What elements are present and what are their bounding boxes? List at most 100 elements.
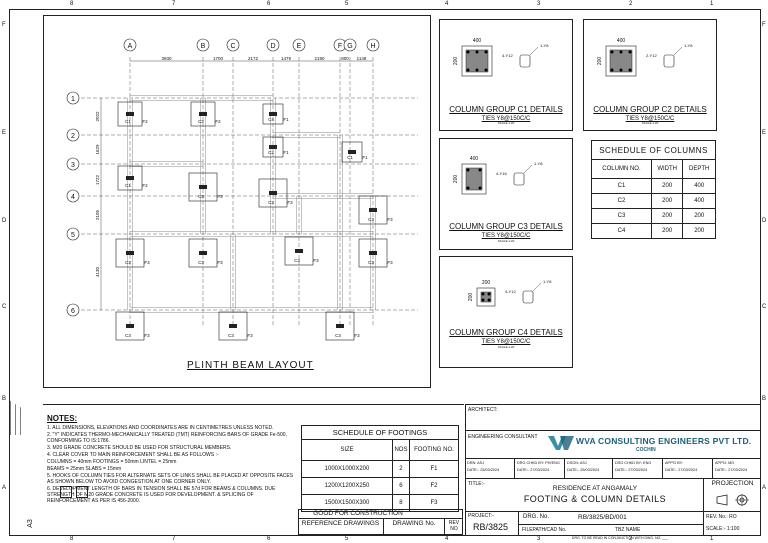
column-mark	[199, 185, 207, 189]
column-schedule-header: DEPTH	[682, 159, 716, 179]
column-schedule-cell: 200	[650, 208, 684, 224]
grid-letter: D	[2, 218, 7, 224]
column-label: C3	[198, 194, 204, 199]
section-depth: 200	[453, 57, 459, 66]
column-schedule-cell: 200	[650, 223, 684, 239]
footing-label: F3	[313, 258, 319, 263]
grid-number: 5	[345, 536, 349, 542]
projection-symbol-icon	[716, 493, 750, 511]
column-schedule-cell: C2	[591, 193, 652, 209]
column-label: C3	[368, 260, 374, 265]
grid-number: 5	[345, 1, 349, 7]
notes-list: 1. ALL DIMENSIONS, ELEVATIONS AND COORDI…	[47, 425, 295, 505]
detail-c4-title: COLUMN GROUP C4 DETAILS	[449, 328, 563, 337]
grid-bubble-col	[366, 38, 380, 52]
section-width: 400	[470, 156, 479, 162]
construction-box	[298, 509, 463, 535]
grid-number: 6	[267, 1, 271, 7]
detail-c2-ties: TIES Y8@150C/C	[625, 116, 675, 122]
grid-bubble-row	[66, 128, 80, 142]
column-label: C3	[268, 200, 274, 205]
footing-outline	[188, 172, 218, 202]
column-mark	[369, 208, 377, 212]
footing-label: F3	[387, 260, 393, 265]
grid-letter: C	[2, 304, 7, 310]
section-width: 400	[617, 38, 626, 44]
grid-number: 3	[537, 536, 541, 542]
footing-outline	[117, 165, 143, 191]
project-number: RB/3825	[473, 522, 509, 532]
grid-letter: B	[762, 396, 767, 402]
rev-no-label: REV NO	[448, 520, 460, 532]
dimension-y: 1629	[95, 144, 100, 155]
footing-outline	[218, 311, 248, 341]
grid-number: 2	[629, 1, 633, 7]
notes-title: NOTES:	[47, 414, 78, 423]
company-logo-icon	[548, 434, 574, 452]
footing-label: F3	[217, 260, 223, 265]
grid-letter: A	[762, 485, 767, 491]
column-label: C4	[268, 117, 274, 122]
column-section	[605, 45, 637, 77]
grid-bubble-row	[66, 227, 80, 241]
note-item: BEAMS = 25mm SLABS = 15mm	[47, 466, 122, 472]
footing-label: F3	[287, 200, 293, 205]
column-mark	[229, 324, 237, 328]
column-schedule-cell: 400	[682, 193, 716, 209]
bar-callout: 2-Y12	[646, 53, 657, 58]
column-label: C3	[228, 333, 234, 338]
filepath-label: FILEPATH/CAD No.	[522, 527, 567, 533]
tie-callout: 1-Y8	[534, 161, 543, 166]
column-label: C2	[268, 150, 274, 155]
grid-number: 3	[537, 1, 541, 7]
footing-outline	[358, 238, 388, 268]
grid-label-row: 5	[71, 232, 75, 239]
column-label: C3	[198, 260, 204, 265]
footing-outline	[115, 238, 145, 268]
rev-number: REV. No.: RO	[706, 514, 737, 520]
note-item: 6. DEVELOPMENT LENGTH OF BARS IN TENSION…	[47, 486, 276, 504]
grid-bubble-col	[292, 38, 306, 52]
footing-outline	[262, 136, 284, 158]
grid-bubble-row	[66, 189, 80, 203]
footing-schedule-cell: F3	[408, 494, 460, 512]
grid-bubble-col	[226, 38, 240, 52]
footing-outline	[190, 101, 216, 127]
architect-label: ARCHITECT:	[468, 407, 498, 413]
note-item: 4. CLEAR COVER TO MAIN REINFORCEMENT SHA…	[47, 452, 219, 458]
tie-link	[519, 54, 531, 68]
detail-c3-title: COLUMN GROUP C3 DETAILS	[449, 222, 563, 231]
drg-number: RB/3825/BD/001	[578, 514, 627, 521]
grid-bubble-col	[266, 38, 280, 52]
tie-callout: 1-Y8	[684, 43, 693, 48]
footing-outline	[284, 236, 314, 266]
tbz-label: TBZ NAME	[615, 527, 641, 533]
footing-label: F3	[247, 333, 253, 338]
footing-label: F3	[387, 217, 393, 222]
grid-bubble-col	[123, 38, 137, 52]
column-mark	[269, 112, 277, 116]
grid-letter: D	[762, 218, 767, 224]
footing-schedule-cell: F1	[408, 460, 460, 478]
grid-label-row: 4	[71, 194, 75, 201]
dimension-x: 1700	[213, 56, 224, 61]
column-schedule-header: COLUMN NO.	[591, 159, 652, 179]
grid-label-col: D	[270, 43, 275, 50]
note-item: 2. "Y" INDICATES THERMO-MECHANICALLY TRE…	[47, 432, 287, 444]
grid-number: 7	[172, 1, 176, 7]
detail-scale: SCALE 1:20	[498, 239, 515, 243]
column-mark	[295, 249, 303, 253]
footing-label: F2	[142, 119, 148, 124]
note-item: COLUMNS = 40mm FOOTINGS = 50mm LINTEL = …	[47, 459, 177, 465]
column-schedule-header: WIDTH	[650, 159, 684, 179]
footing-label: F1	[283, 117, 289, 122]
tie-link	[522, 290, 534, 304]
grid-number: 2	[629, 536, 633, 542]
dimension-y: 1722	[95, 174, 100, 185]
detail-c1	[439, 19, 573, 131]
grid-number: 1	[710, 1, 714, 7]
grid-label-col: B	[201, 43, 206, 50]
column-section	[476, 287, 496, 307]
grid-number: 1	[710, 536, 714, 542]
